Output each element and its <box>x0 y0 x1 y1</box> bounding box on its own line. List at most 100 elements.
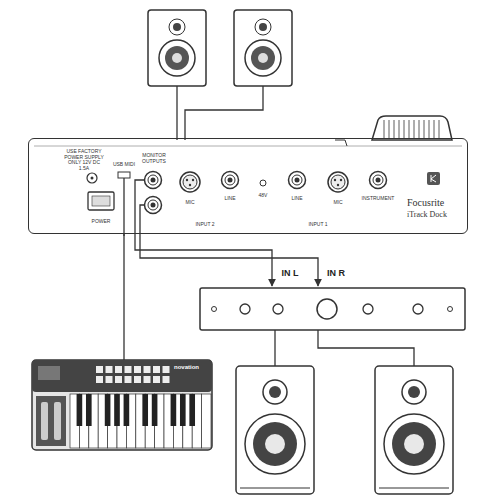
pad <box>144 376 151 383</box>
pad <box>144 366 151 373</box>
signal-label: IN R <box>327 269 345 279</box>
pad <box>115 366 122 373</box>
amplifier <box>200 288 465 330</box>
keyboard-panel <box>32 360 212 392</box>
black-key <box>180 394 186 426</box>
speaker <box>148 10 206 86</box>
port-label: LINE <box>224 196 235 202</box>
signal-cable <box>135 180 272 286</box>
line-jack <box>289 172 306 189</box>
ridge <box>394 120 395 138</box>
power-notice: USE FACTORY POWER SUPPLY ONLY 12V DC 1.5… <box>64 149 104 171</box>
black-key <box>152 394 158 426</box>
keyboard-wheels <box>36 396 66 446</box>
amp-knob <box>363 304 373 314</box>
amp-knob <box>240 304 250 314</box>
ridge <box>384 120 385 138</box>
keyboard-pads <box>96 366 170 383</box>
black-key <box>142 394 148 426</box>
amp-knob <box>413 304 423 314</box>
black-key <box>77 394 83 426</box>
power-switch <box>88 192 114 210</box>
input-group-label: INPUT 2 <box>195 222 214 228</box>
pad <box>163 376 170 383</box>
port-label: INSTRUMENT <box>362 196 395 202</box>
switch-label: POWER <box>92 219 111 225</box>
port-label: MIC <box>185 200 194 206</box>
power-rocker <box>92 196 110 206</box>
brand-name: novation <box>174 364 199 370</box>
black-key <box>124 394 130 426</box>
black-key <box>189 394 195 426</box>
model-name: iTrack Dock <box>407 210 447 219</box>
mod-wheel <box>54 402 61 440</box>
speaker <box>236 366 314 494</box>
port-label: LINE <box>291 196 302 202</box>
speaker-cable <box>176 86 177 140</box>
pad <box>153 366 160 373</box>
signal-label: IN L <box>282 269 299 279</box>
pad <box>134 366 141 373</box>
amp-led <box>212 307 217 312</box>
dock-top <box>372 116 452 140</box>
slot <box>335 140 347 146</box>
white-key <box>202 394 211 448</box>
amp-knob <box>273 304 283 314</box>
monitor-jack <box>145 197 162 214</box>
ridge <box>434 120 435 138</box>
line-jack <box>222 172 239 189</box>
phantom-led <box>260 180 266 186</box>
keyboard-body <box>32 360 212 450</box>
ridge <box>424 120 425 138</box>
speaker-cable <box>185 86 263 140</box>
signal-cable <box>140 205 318 286</box>
pad <box>106 366 113 373</box>
pad <box>134 376 141 383</box>
pitch-wheel <box>41 402 48 440</box>
instrument-jack <box>370 172 387 189</box>
black-key <box>114 394 120 426</box>
pad <box>153 376 160 383</box>
keyboard-keys <box>70 394 211 448</box>
port-label: MONITOR OUTPUTS <box>137 153 171 164</box>
speaker <box>375 366 453 494</box>
pad <box>125 366 132 373</box>
black-key <box>86 394 92 426</box>
pad <box>106 376 113 383</box>
dc-pin <box>91 177 94 180</box>
usb-cable <box>123 234 124 360</box>
speaker-cable <box>318 330 414 366</box>
knob-ridges <box>384 120 439 138</box>
port-label: USB MIDI <box>113 162 135 168</box>
ridge <box>389 120 390 138</box>
ridge <box>404 120 405 138</box>
xlr-input <box>328 172 348 192</box>
dc-socket <box>87 173 97 183</box>
input-group-label: INPUT 1 <box>308 222 327 228</box>
port-label: 48V <box>259 193 268 199</box>
monitor-jack <box>145 172 162 189</box>
brand-icon <box>427 172 440 185</box>
usb-cable <box>123 178 124 236</box>
pad <box>125 376 132 383</box>
usb-port <box>118 172 130 178</box>
brand-name: Focusrite <box>407 197 444 208</box>
pad <box>96 376 103 383</box>
keyboard-display <box>38 366 60 380</box>
panel-edge <box>34 146 462 147</box>
ridge <box>419 120 420 138</box>
xlr-input <box>180 172 200 192</box>
ridge <box>399 120 400 138</box>
black-key <box>171 394 177 426</box>
black-key <box>105 394 111 426</box>
speaker <box>234 10 292 86</box>
speaker-cable <box>274 330 275 366</box>
ridge <box>429 120 430 138</box>
amp-led <box>448 307 453 312</box>
midi-keyboard: novation <box>32 360 212 450</box>
amp-volume <box>317 299 337 319</box>
ridge <box>409 120 410 138</box>
ridge <box>414 120 415 138</box>
pad <box>96 366 103 373</box>
